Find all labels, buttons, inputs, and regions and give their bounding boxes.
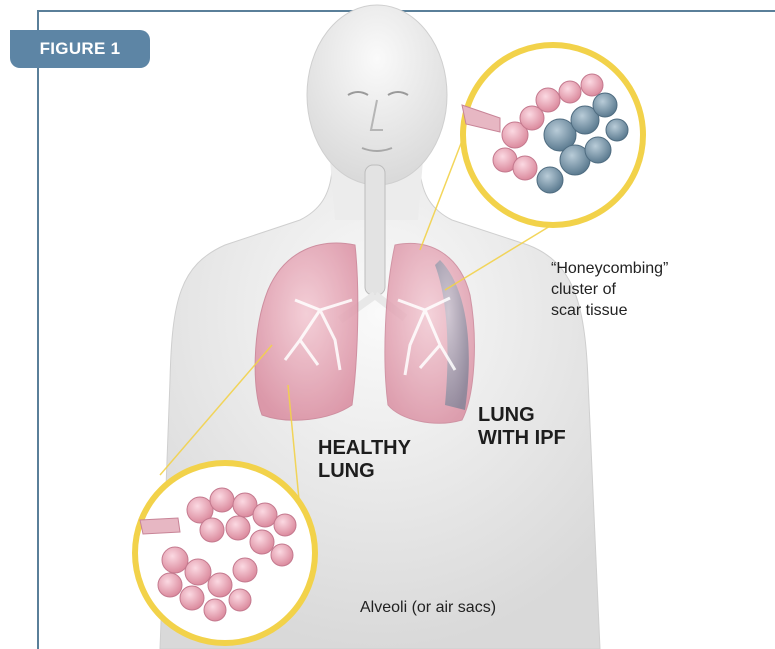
healthy-lung-label-line1: HEALTHY bbox=[318, 437, 411, 460]
alveoli-label: Alveoli (or air sacs) bbox=[360, 597, 496, 618]
figure-label-tab: FIGURE 1 bbox=[10, 30, 150, 68]
ipf-lung-label: LUNG WITH IPF bbox=[478, 404, 566, 450]
ipf-lung-label-line2: WITH IPF bbox=[478, 427, 566, 450]
healthy-lung-label: HEALTHY LUNG bbox=[318, 437, 411, 483]
ipf-zoom-circle bbox=[462, 45, 643, 225]
human-head bbox=[307, 5, 447, 185]
honeycombing-label-line3: scar tissue bbox=[551, 300, 668, 321]
ipf-lung-label-line1: LUNG bbox=[478, 404, 566, 427]
honeycombing-label: “Honeycombing” cluster of scar tissue bbox=[551, 258, 668, 321]
honeycombing-label-line2: cluster of bbox=[551, 279, 668, 300]
figure-label: FIGURE 1 bbox=[40, 39, 121, 59]
healthy-lung-label-line2: LUNG bbox=[318, 460, 411, 483]
honeycombing-label-line1: “Honeycombing” bbox=[551, 258, 668, 279]
healthy-zoom-circle bbox=[135, 463, 315, 643]
